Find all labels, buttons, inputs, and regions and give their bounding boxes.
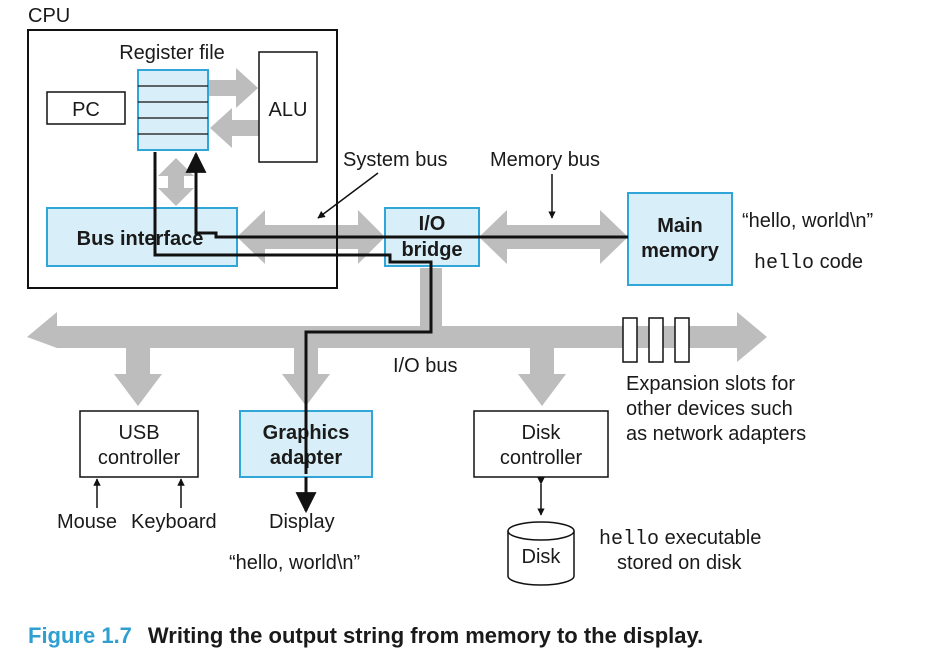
- caption-figure-number: Figure 1.7: [28, 623, 132, 648]
- display-string-label: “hello, world\n”: [229, 552, 360, 574]
- alu: ALU: [258, 51, 318, 163]
- io-bus-to-usb-arrow: [114, 348, 162, 406]
- io-bus-to-disk-arrow: [518, 348, 566, 406]
- expansion-line1: Expansion slots for: [626, 373, 795, 395]
- usb-line2: controller: [98, 447, 181, 469]
- disk-exec-text: executable: [659, 527, 761, 549]
- display-label: Display: [269, 511, 335, 533]
- disk-exec-line1: hello executable: [599, 527, 761, 551]
- data-path: [153, 151, 628, 514]
- system-bus-label: System bus: [343, 149, 447, 171]
- system-bus-pointer: [317, 172, 379, 219]
- disk-controller-line1: Disk: [522, 422, 562, 444]
- pc-label: PC: [72, 99, 100, 121]
- disk-controller: Disk controller: [473, 410, 609, 478]
- usb-controller: USB controller: [79, 410, 199, 478]
- io-bridge-line2: bridge: [401, 239, 462, 261]
- register-file: [137, 69, 209, 151]
- alu-to-regfile-arrow: [210, 108, 259, 148]
- expansion-line2: other devices such: [626, 398, 793, 420]
- regfile-businterface-arrow: [158, 158, 194, 206]
- io-bridge-line1: I/O: [419, 213, 446, 235]
- memory-string-label: “hello, world\n”: [742, 210, 873, 232]
- register-to-graphics-path: [153, 152, 433, 474]
- io-bus-arrow: [27, 312, 767, 362]
- disk-controller-line2: controller: [500, 447, 583, 469]
- cpu-chip: [27, 29, 338, 289]
- disk-label: Disk: [522, 546, 562, 568]
- cpu-label: CPU: [28, 5, 70, 27]
- expansion-slots: [622, 317, 690, 363]
- main-memory-line2: memory: [641, 240, 720, 262]
- usb-line1: USB: [118, 422, 159, 444]
- bus-interface-label: Bus interface: [77, 228, 204, 250]
- caption-text: Writing the output string from memory to…: [148, 623, 703, 648]
- memory-code-mono: hello: [754, 252, 814, 275]
- expansion-line3: as network adapters: [626, 423, 806, 445]
- memory-to-register-path: [185, 151, 628, 239]
- figure-caption: Figure 1.7 Writing the output string from…: [28, 623, 703, 648]
- main-memory: Main memory: [627, 192, 733, 286]
- memory-bus-label: Memory bus: [490, 149, 600, 171]
- bus-interface: Bus interface: [46, 207, 238, 267]
- pc-register: PC: [46, 91, 126, 125]
- disk-exec-mono: hello: [599, 528, 659, 551]
- keyboard-label: Keyboard: [131, 511, 217, 533]
- memory-code-text: code: [814, 251, 863, 273]
- disk-exec-line2: stored on disk: [617, 552, 743, 574]
- regfile-to-alu-arrow: [209, 68, 258, 108]
- mouse-label: Mouse: [57, 511, 117, 533]
- disk-cylinder: Disk: [507, 521, 575, 586]
- memory-code-label: hello code: [754, 251, 863, 275]
- register-file-label: Register file: [119, 42, 225, 64]
- alu-label: ALU: [269, 99, 308, 121]
- main-memory-line1: Main: [657, 215, 703, 237]
- io-bus-label: I/O bus: [393, 355, 457, 377]
